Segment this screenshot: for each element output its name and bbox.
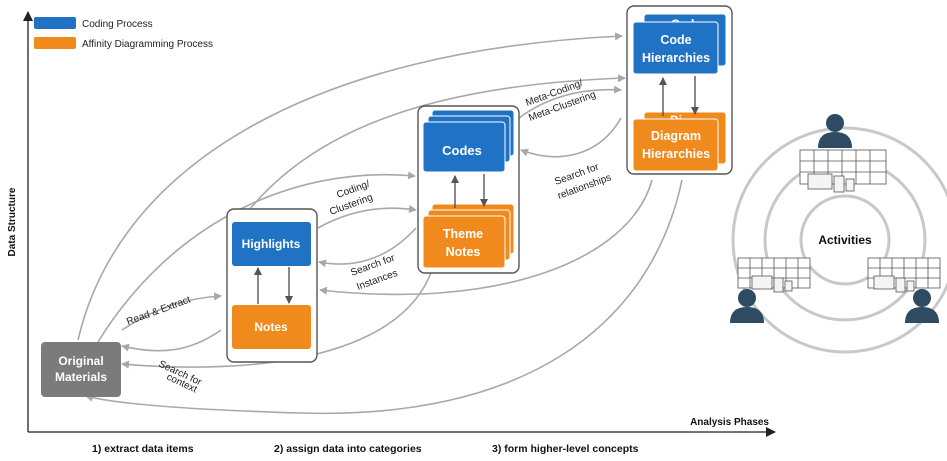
- person-icon-right: [905, 289, 939, 323]
- activities-illustration: Activities: [730, 114, 947, 354]
- highlights-box: [232, 222, 311, 266]
- phase-label-1: 1) extract data items: [92, 443, 194, 455]
- code-hierarchies-label-1: Code: [660, 33, 691, 47]
- arrow-read-extract: [121, 292, 222, 331]
- original-materials-label-1: Original: [58, 354, 103, 368]
- stage-2-frame: Codes Theme Notes: [417, 105, 520, 274]
- codes-box: [422, 121, 506, 173]
- legend: Coding Process Affinity Diagramming Proc…: [34, 17, 213, 50]
- arrow-meta-coding: [518, 85, 622, 119]
- theme-notes-label-2: Notes: [446, 245, 481, 259]
- devices-icon-right: [867, 257, 941, 293]
- arrow-diagram-back-to-notes: [319, 179, 653, 296]
- diagram-hierarchies-label-1: Diagram: [651, 129, 701, 143]
- arrow-search-instances: [318, 227, 417, 268]
- person-icon-left: [730, 289, 764, 323]
- codes-label: Codes: [442, 143, 482, 158]
- long-arrows: [77, 32, 683, 415]
- axes: Data Structure Analysis Phases: [7, 11, 776, 437]
- original-materials-label-2: Materials: [55, 370, 107, 384]
- code-hierarchies-box: [632, 21, 719, 75]
- y-axis-label: Data Structure: [7, 187, 18, 256]
- diagram-hierarchies-box: [632, 118, 719, 172]
- highlights-label: Highlights: [242, 237, 301, 251]
- legend-swatch-coding: [34, 17, 76, 29]
- edge-labels: Read & Extract Search for context Coding…: [125, 78, 613, 396]
- arrow-original-to-codehier: [77, 32, 623, 341]
- stage-1-frame: Highlights Notes: [226, 208, 318, 363]
- person-icon-top: [818, 114, 852, 148]
- legend-label-coding: Coding Process: [82, 19, 153, 30]
- activities-label: Activities: [818, 233, 872, 247]
- phase-label-3: 3) form higher-level concepts: [492, 443, 639, 455]
- stage-3-frame: Code Code Hierarchies Di Diagram Hierarc…: [626, 5, 733, 175]
- code-hierarchies-label-2: Hierarchies: [642, 51, 710, 65]
- arrow-diagram-back-to-original: [85, 179, 683, 415]
- legend-swatch-affinity: [34, 37, 76, 49]
- arrow-search-context: [121, 329, 222, 352]
- x-axis-label: Analysis Phases: [690, 417, 769, 428]
- diagram-hierarchies-label-2: Hierarchies: [642, 147, 710, 161]
- label-read-extract: Read & Extract: [125, 294, 192, 327]
- original-materials-node: Original Materials: [41, 342, 121, 397]
- devices-icon-top: [799, 149, 887, 193]
- devices-icon-left: [737, 257, 811, 293]
- arrow-search-relationships: [520, 117, 622, 158]
- notes-label: Notes: [254, 320, 288, 334]
- theme-notes-box: [422, 215, 506, 269]
- arrow-highlights-to-codehier: [231, 74, 626, 234]
- notes-box: [232, 305, 311, 349]
- theme-notes-label-1: Theme: [443, 227, 483, 241]
- phase-label-2: 2) assign data into categories: [274, 443, 422, 455]
- arrow-coding-clustering: [317, 205, 417, 229]
- legend-label-affinity: Affinity Diagramming Process: [82, 39, 213, 50]
